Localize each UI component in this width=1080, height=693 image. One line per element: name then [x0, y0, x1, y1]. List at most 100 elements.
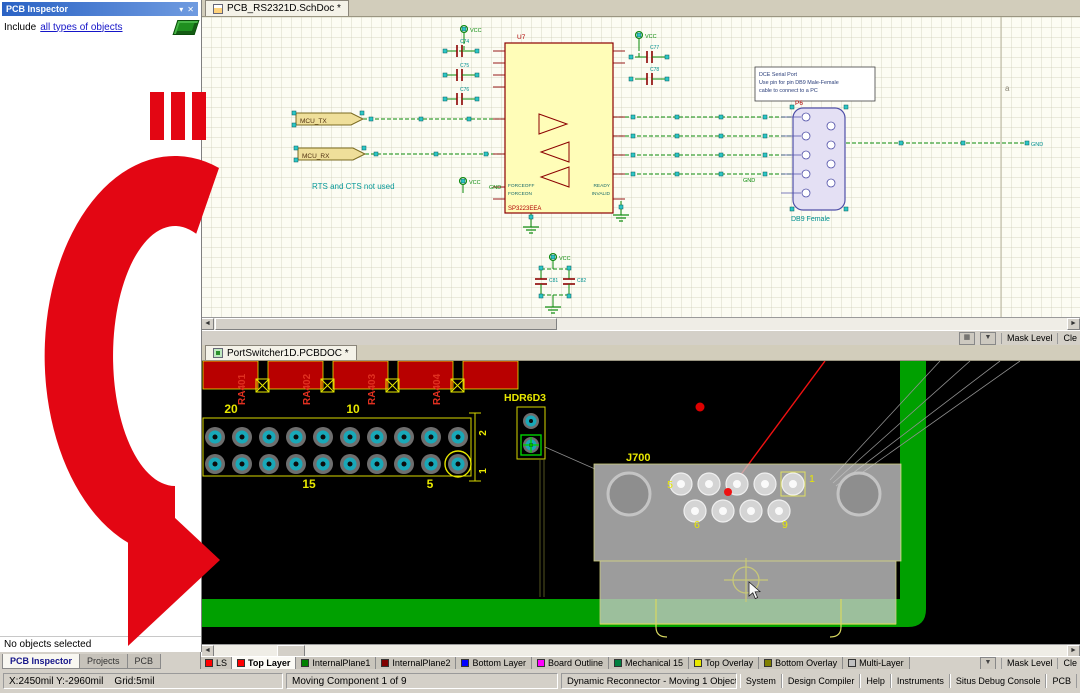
layer-tab-top-layer[interactable]: Top Layer — [232, 657, 297, 669]
j700-db9-footprint-dragging[interactable]: 5 1 6 9 — [593, 463, 902, 638]
panel-tab-pcb-inspector[interactable]: PCB Inspector — [2, 654, 81, 669]
inspector-status-text: No objects selected — [0, 636, 201, 652]
cursor-coordinates: X:2450mil Y:-2960mil Grid:5mil — [3, 673, 283, 689]
note-text-frame[interactable]: DCE Serial Port Use pin for pin DB9 Male… — [754, 66, 876, 102]
scroll-right-arrow[interactable]: ► — [1067, 318, 1080, 330]
layer-tab-board-outline[interactable]: Board Outline — [531, 657, 610, 669]
db9-silk-outline — [600, 599, 896, 638]
status-menu-design-compiler[interactable]: Design Compiler — [781, 674, 861, 688]
j700-label: J700 — [626, 452, 650, 464]
svg-text:5: 5 — [427, 477, 434, 491]
status-menu-situs-debug-console[interactable]: Situs Debug Console — [949, 674, 1047, 688]
clear-button[interactable]: Cle — [1063, 658, 1077, 668]
layer-tab-bottom-overlay[interactable]: Bottom Overlay — [759, 657, 844, 669]
close-icon[interactable]: ✕ — [187, 4, 194, 14]
svg-text:15: 15 — [302, 477, 316, 491]
mask-level-button[interactable]: Mask Level — [1006, 333, 1053, 343]
capacitor-refdes: C81 — [549, 278, 558, 284]
filter-dropdown-icon[interactable]: ▼ — [979, 331, 996, 345]
capacitor-refdes: C76 — [460, 87, 469, 93]
tab-schdoc[interactable]: PCB_RS2321D.SchDoc * — [205, 0, 349, 16]
tab-pcbdoc[interactable]: PortSwitcher1D.PCBDOC * — [205, 345, 357, 360]
layer-color-swatch — [461, 659, 470, 667]
pcb-hscrollbar[interactable]: ◄ ► — [201, 644, 1080, 657]
layer-tab-mechanical-15[interactable]: Mechanical 15 — [609, 657, 690, 669]
layer-tab-top-overlay[interactable]: Top Overlay — [689, 657, 760, 669]
note-line: DCE Serial Port — [759, 72, 798, 78]
schematic-canvas[interactable]: a — [201, 17, 1080, 317]
layer-tab-label: Mechanical 15 — [625, 658, 684, 668]
header-bracket — [469, 412, 481, 482]
buffer-triangle — [539, 141, 570, 163]
db9-pin-circles — [801, 112, 836, 198]
capacitor-refdes: C82 — [577, 278, 586, 284]
db9-footprint-pads — [669, 472, 805, 523]
ratsnest-node — [724, 488, 732, 496]
db9-connector[interactable]: P6 DB9 Female — [781, 100, 846, 223]
pcb-tab-bar: PortSwitcher1D.PCBDOC * — [201, 345, 1080, 361]
layer-color-swatch — [764, 659, 773, 667]
layer-tab-bottom-layer[interactable]: Bottom Layer — [456, 657, 532, 669]
layer-color-swatch — [536, 659, 545, 667]
buffer-triangle — [538, 113, 569, 135]
layer-color-swatch — [614, 659, 623, 667]
layer-tab-label: Multi-Layer — [859, 658, 904, 668]
schematic-drawing: a — [291, 17, 1043, 317]
port-mcu-tx[interactable]: MCU_TX — [295, 112, 365, 126]
filter-dropdown-icon[interactable]: ▼ — [979, 656, 996, 670]
schematic-mask-bar: ▦ ▼ Mask Level Cle — [201, 330, 1080, 345]
ra-label: RA404 — [432, 373, 443, 405]
port-mcu-rx[interactable]: MCU_RX — [297, 147, 367, 161]
mounting-hole — [836, 471, 882, 517]
svg-text:20: 20 — [224, 402, 238, 416]
panel-tab-pcb[interactable]: PCB — [126, 654, 162, 669]
snap-icon[interactable]: ▦ — [958, 331, 975, 345]
layer-color-swatch — [694, 659, 703, 667]
hdr6d3-footprint[interactable]: HDR6D3 — [504, 392, 596, 597]
mounting-hole — [606, 471, 652, 517]
scroll-left-arrow[interactable]: ◄ — [201, 318, 214, 330]
layer-color-swatch — [301, 659, 310, 667]
current-layer-swatch — [205, 659, 213, 667]
clear-button[interactable]: Cle — [1063, 333, 1077, 343]
port-label: MCU_RX — [302, 153, 330, 160]
layer-tab-multi-layer[interactable]: Multi-Layer — [843, 657, 910, 669]
layer-tab-label: InternalPlane1 — [312, 658, 371, 668]
tab-schdoc-label: PCB_RS2321D.SchDoc * — [227, 3, 341, 14]
moving-status: Moving Component 1 of 9 — [286, 673, 558, 689]
hdr6d3-label: HDR6D3 — [504, 392, 546, 404]
status-menu-instruments[interactable]: Instruments — [890, 674, 950, 688]
inspector-titlebar[interactable]: PCB Inspector ▾ ✕ — [2, 2, 198, 16]
layer-tab-internalplane1[interactable]: InternalPlane1 — [296, 657, 377, 669]
svg-text:1: 1 — [478, 468, 489, 474]
ic-pin-name: FORCEON — [508, 191, 533, 197]
vcc-power-symbol: VCC — [645, 34, 657, 40]
mask-level-button[interactable]: Mask Level — [1006, 658, 1053, 668]
status-menu-system[interactable]: System — [739, 674, 782, 688]
panel-tab-projects[interactable]: Projects — [79, 654, 128, 669]
ic-partnumber: SP3223EEA — [508, 206, 541, 212]
status-menu-pcb[interactable]: PCB — [1046, 674, 1077, 688]
mouse-cursor — [748, 581, 761, 600]
include-object-types-link[interactable]: all types of objects — [40, 21, 123, 33]
resistor-array-footprints[interactable] — [202, 361, 519, 393]
schematic-hscrollbar[interactable]: ◄ ► — [201, 317, 1080, 330]
scrollbar-thumb[interactable] — [215, 318, 557, 330]
layer-sets-tab[interactable]: LS — [201, 657, 233, 669]
panel-menu-icon[interactable]: ▾ — [179, 4, 184, 14]
ic-rs232-transceiver[interactable]: U7 SP3223EEA FORCEOFF — [493, 34, 625, 214]
capacitor-refdes: C78 — [650, 67, 659, 73]
status-menu-help[interactable]: Help — [860, 674, 891, 688]
layer-tab-internalplane2[interactable]: InternalPlane2 — [376, 657, 457, 669]
pin1-marker — [780, 471, 806, 497]
schematic-tab-bar: PCB_RS2321D.SchDoc * — [201, 0, 1080, 17]
db9-silk-numbers: 5 1 6 9 — [667, 473, 815, 531]
layer-tab-label: Top Overlay — [705, 658, 754, 668]
